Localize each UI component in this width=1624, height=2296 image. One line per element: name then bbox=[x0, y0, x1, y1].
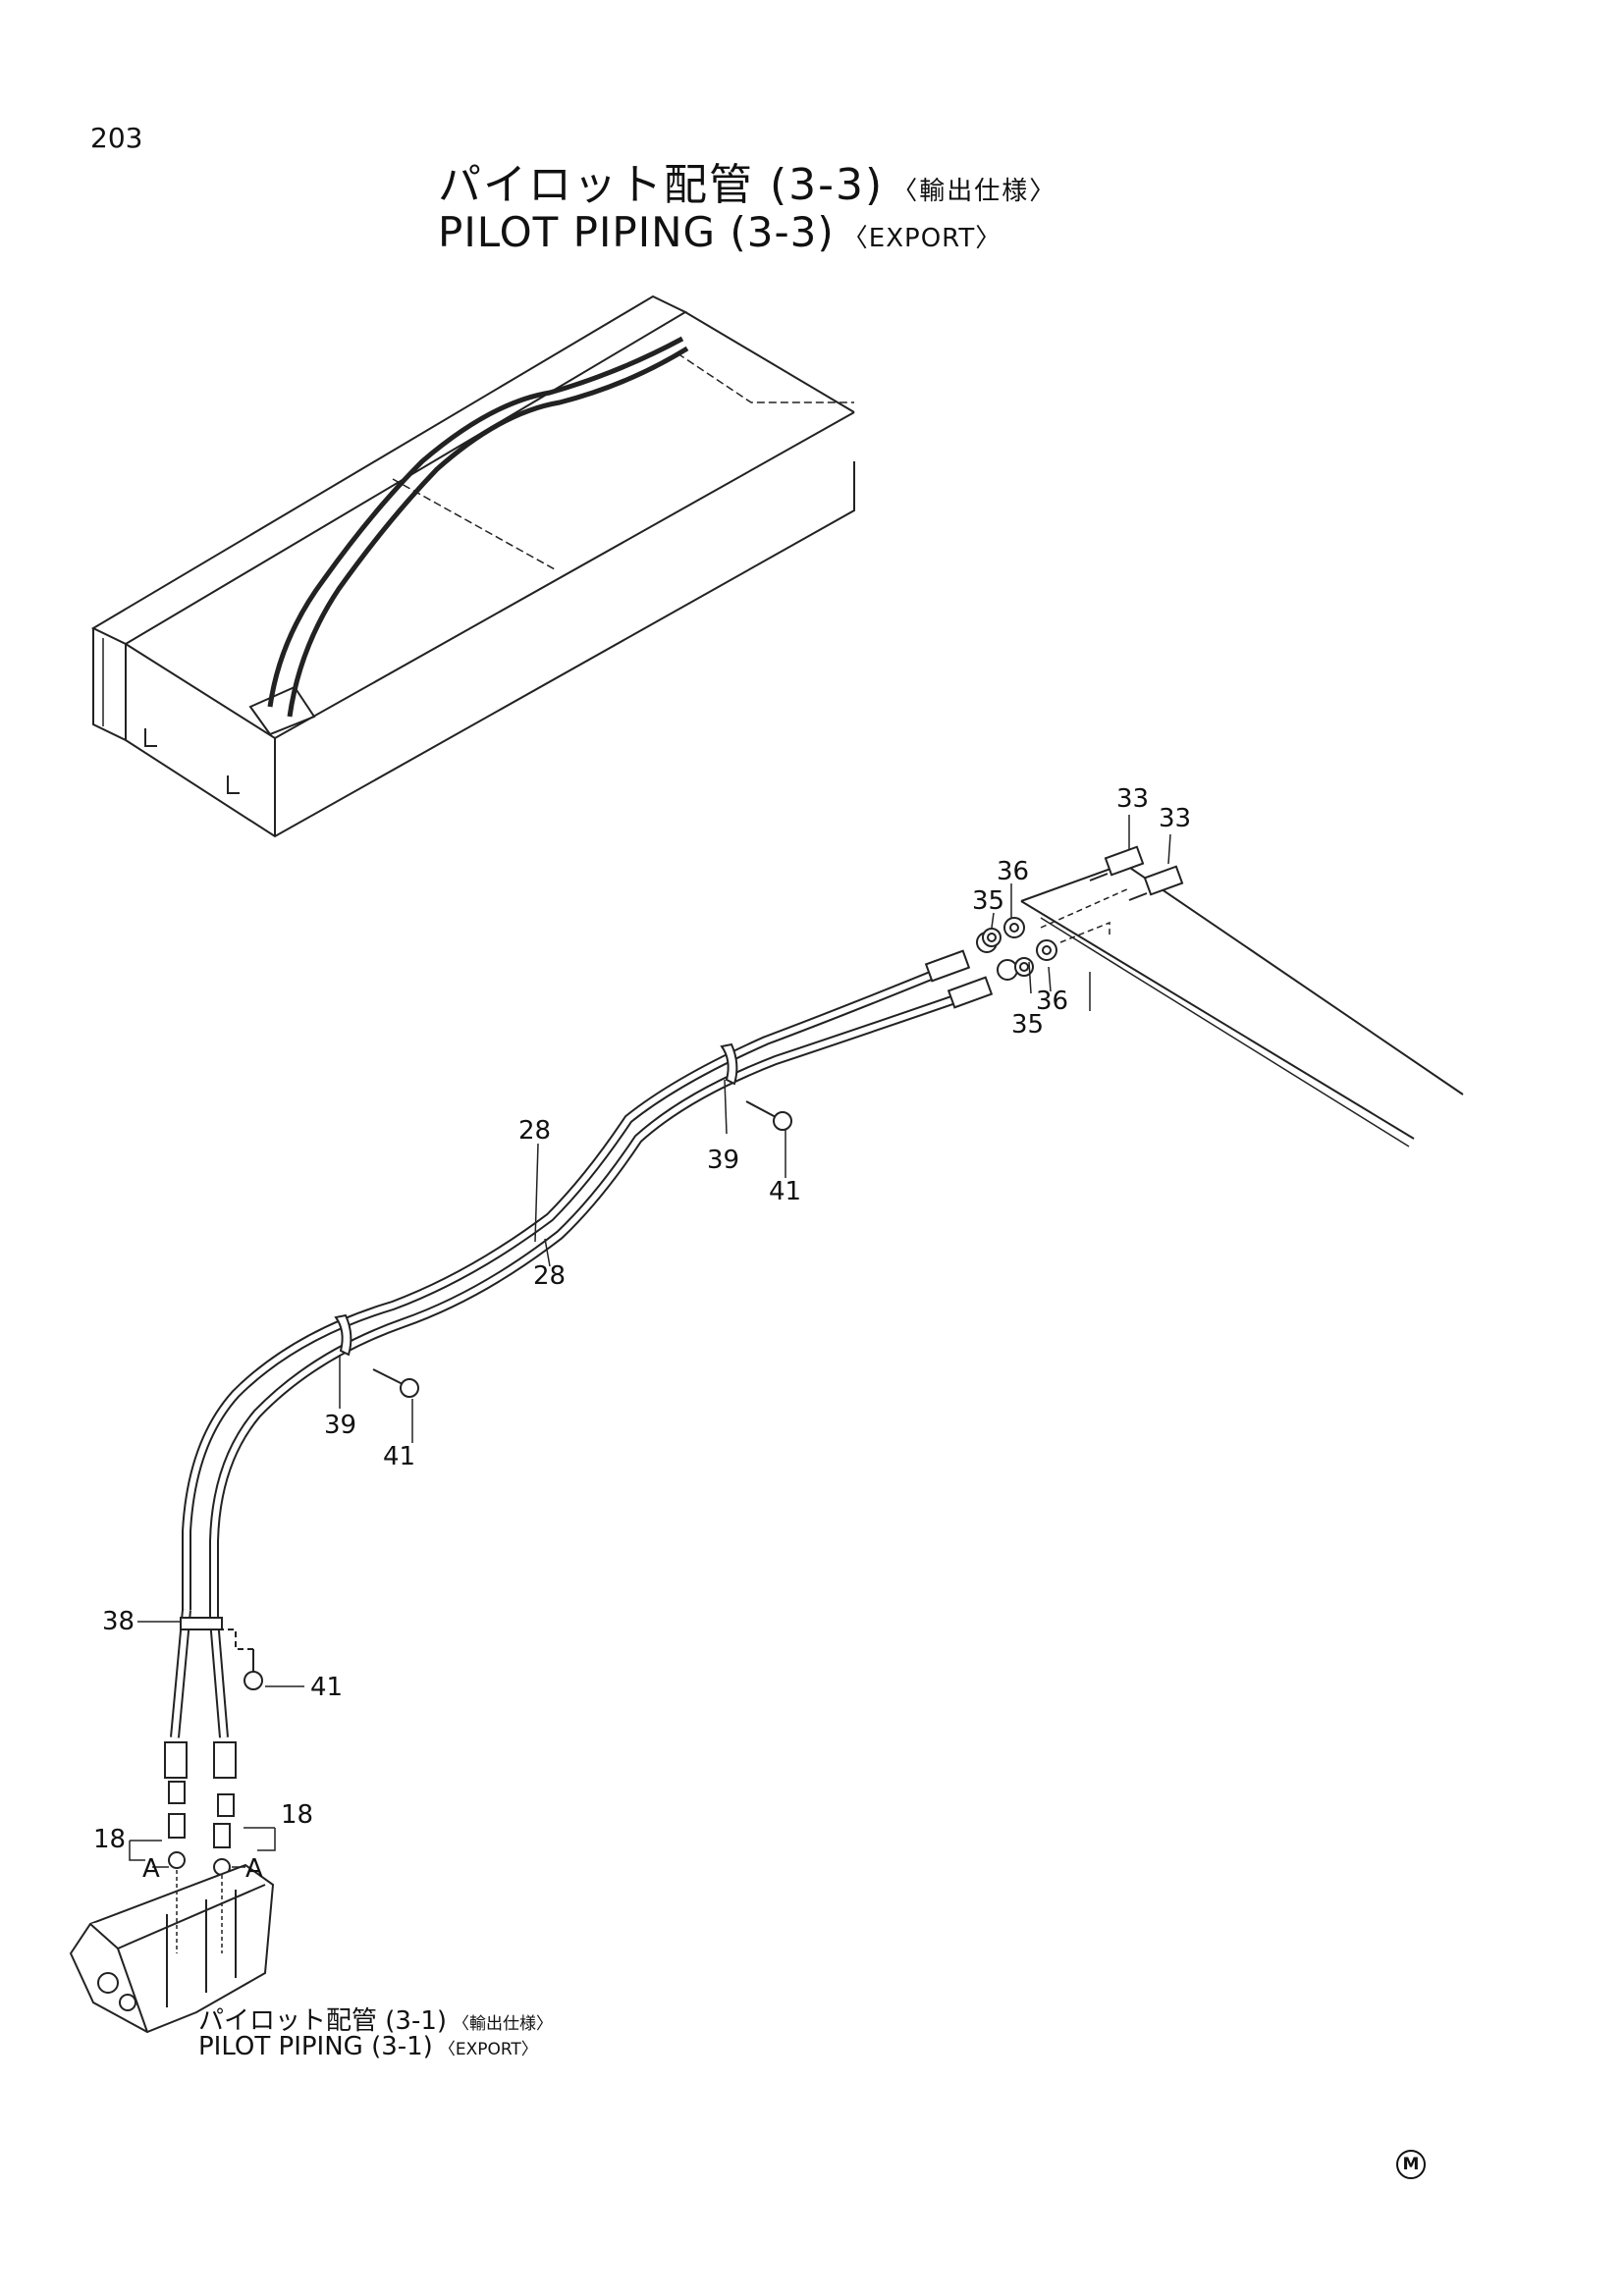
callout-28-upper: 28 bbox=[518, 1116, 551, 1146]
note-jp-tag: 〈輸出仕様〉 bbox=[453, 2014, 554, 2034]
boom-tip bbox=[1020, 862, 1464, 1148]
callout-28-lower: 28 bbox=[533, 1261, 566, 1291]
callout-33-right: 33 bbox=[1159, 804, 1191, 833]
page-title-jp: パイロット配管 (3-3)〈輸出仕様〉 bbox=[438, 149, 1056, 212]
reference-note-en: PILOT PIPING (3-1) 〈EXPORT〉 bbox=[198, 2032, 538, 2061]
title-en-tag: 〈EXPORT〉 bbox=[841, 224, 1002, 253]
callout-36-bottom: 36 bbox=[1036, 987, 1068, 1016]
callout-18-left: 18 bbox=[93, 1825, 126, 1854]
m-mark: M bbox=[1396, 2150, 1426, 2179]
callout-41-clamp: 41 bbox=[310, 1673, 343, 1702]
callout-39-lower: 39 bbox=[324, 1411, 356, 1440]
clamps bbox=[180, 1042, 738, 1630]
note-en-text: PILOT PIPING (3-1) bbox=[198, 2032, 433, 2061]
callout-35-bottom: 35 bbox=[1011, 1010, 1044, 1040]
callout-39-upper: 39 bbox=[707, 1146, 739, 1175]
adapters-33 bbox=[1089, 845, 1184, 901]
reference-note-jp: パイロット配管 (3-1)〈輸出仕様〉 bbox=[198, 2001, 553, 2037]
callout-18-right: 18 bbox=[281, 1800, 313, 1830]
callout-a-right: A bbox=[245, 1854, 263, 1884]
title-jp-tag: 〈輸出仕様〉 bbox=[892, 177, 1057, 206]
page-number: 203 bbox=[90, 122, 143, 154]
callout-41-upper: 41 bbox=[769, 1177, 801, 1206]
page-title-en: PILOT PIPING (3-3)〈EXPORT〉 bbox=[438, 208, 1001, 256]
control-valve bbox=[69, 1863, 275, 2034]
nuts-washers bbox=[982, 917, 1057, 977]
pilot-hoses bbox=[170, 962, 974, 1738]
note-en-tag: 〈EXPORT〉 bbox=[438, 2040, 538, 2059]
callout-33-left: 33 bbox=[1116, 784, 1149, 814]
note-jp-text: パイロット配管 (3-1) bbox=[198, 2006, 448, 2036]
callout-a-left: A bbox=[142, 1854, 160, 1884]
callout-36-top: 36 bbox=[997, 857, 1029, 886]
bolts-41 bbox=[218, 1100, 792, 1690]
callout-41-lower: 41 bbox=[383, 1442, 415, 1471]
adapters-18 bbox=[164, 1741, 237, 1876]
leader-lines bbox=[129, 815, 1171, 1953]
inset-boom-overview bbox=[90, 294, 855, 838]
title-en-text: PILOT PIPING (3-3) bbox=[438, 208, 835, 256]
callout-38: 38 bbox=[102, 1607, 135, 1636]
callout-35-top: 35 bbox=[972, 886, 1004, 916]
hose-end-fittings bbox=[924, 932, 1018, 1009]
title-jp-text: パイロット配管 (3-3) bbox=[438, 160, 885, 210]
